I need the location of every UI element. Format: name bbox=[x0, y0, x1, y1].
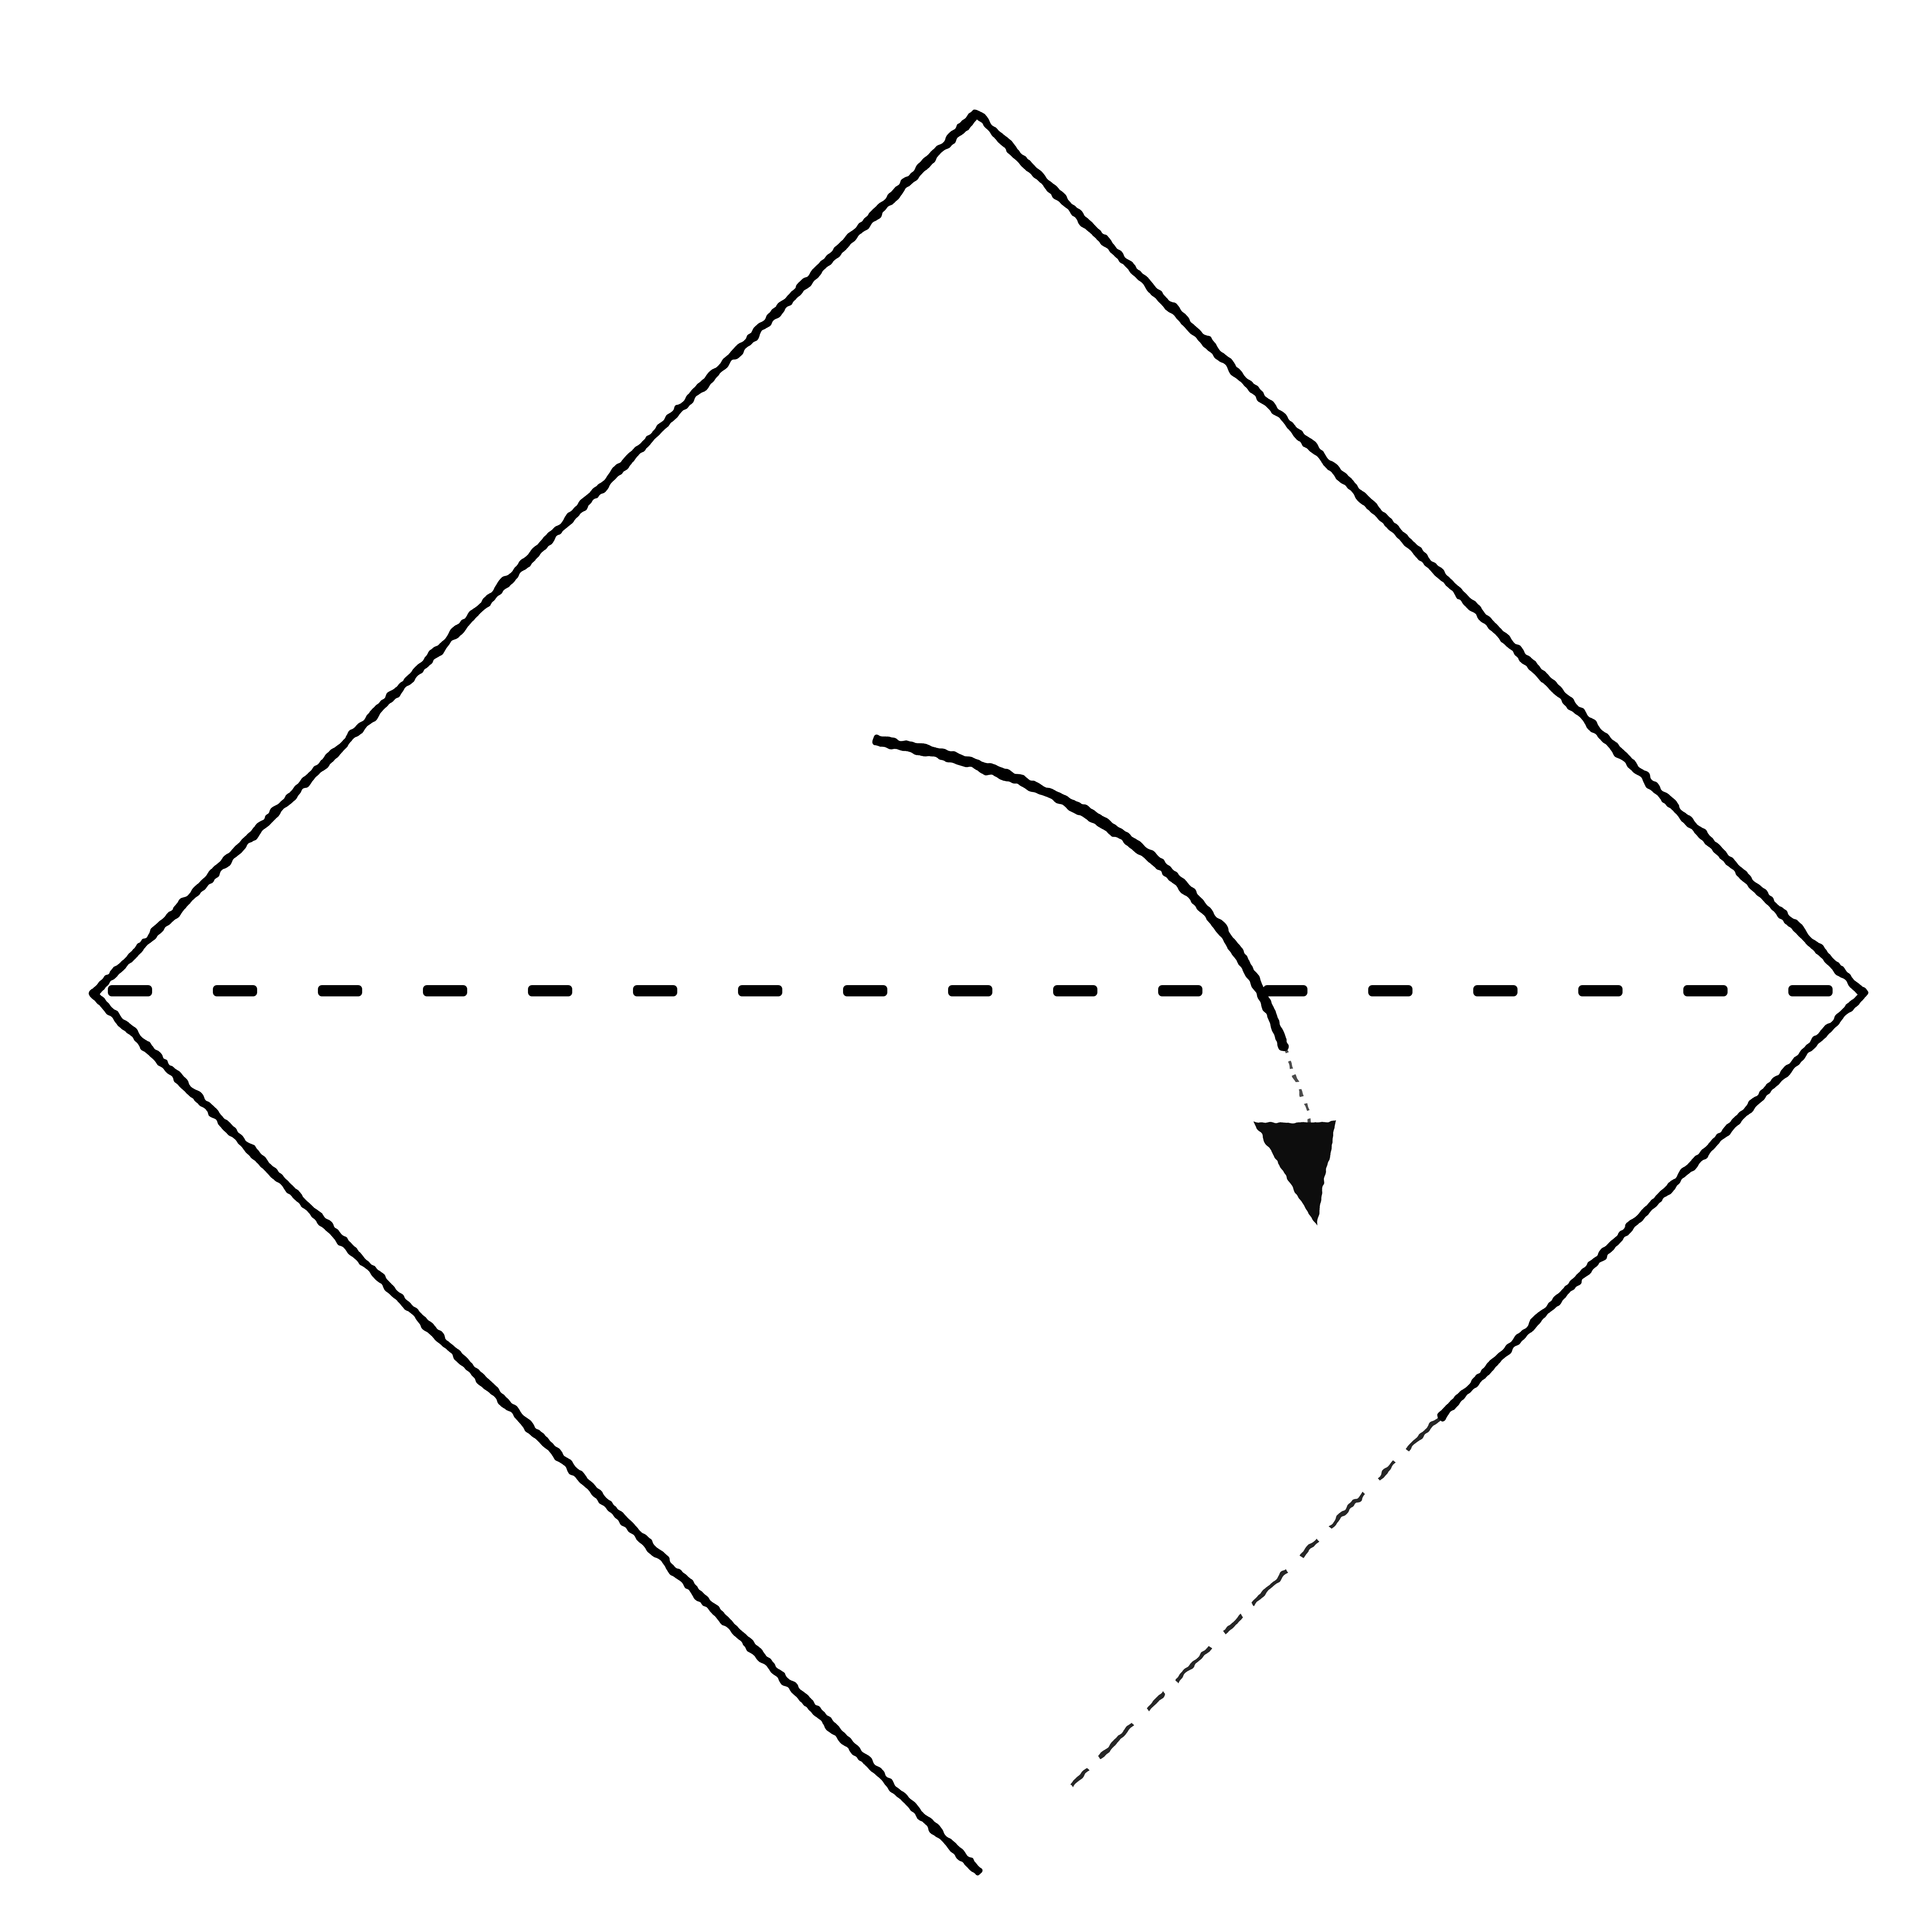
paper-edge-lower-right bbox=[1437, 990, 1867, 1421]
fold-arrow-curve bbox=[872, 735, 1289, 1052]
fold-line-dash bbox=[1053, 985, 1097, 996]
fold-line-dash bbox=[108, 985, 152, 996]
paper-edge-upper-right bbox=[971, 109, 1868, 998]
fold-line-dash bbox=[423, 985, 467, 996]
fold-line-dash bbox=[1263, 985, 1307, 996]
fold-line-dash bbox=[528, 985, 572, 996]
fold-line-dashed bbox=[108, 985, 1833, 996]
fold-arrow-head bbox=[1254, 1121, 1336, 1225]
fold-line-dash bbox=[633, 985, 677, 996]
fold-line-dash bbox=[843, 985, 887, 996]
fold-line-dash bbox=[318, 985, 362, 996]
paper-edge-upper-left bbox=[89, 109, 980, 998]
fold-line-dash bbox=[1368, 985, 1412, 996]
fold-line-dash bbox=[1683, 985, 1728, 996]
fold-line-dash bbox=[1578, 985, 1623, 996]
fold-arrow bbox=[872, 735, 1336, 1225]
paper-edge-lower-left bbox=[89, 990, 982, 1876]
fold-line-dash bbox=[1473, 985, 1518, 996]
fold-line-dash bbox=[1788, 985, 1833, 996]
fold-line-dash bbox=[738, 985, 782, 996]
paper-outline bbox=[89, 109, 1868, 1876]
fold-line-dash bbox=[213, 985, 257, 996]
fold-line-dash bbox=[948, 985, 992, 996]
paper-edge-lower-right-faded bbox=[1069, 1415, 1442, 1788]
fold-arrow-tail-faded bbox=[1282, 1045, 1313, 1127]
fold-line-dash bbox=[1158, 985, 1202, 996]
